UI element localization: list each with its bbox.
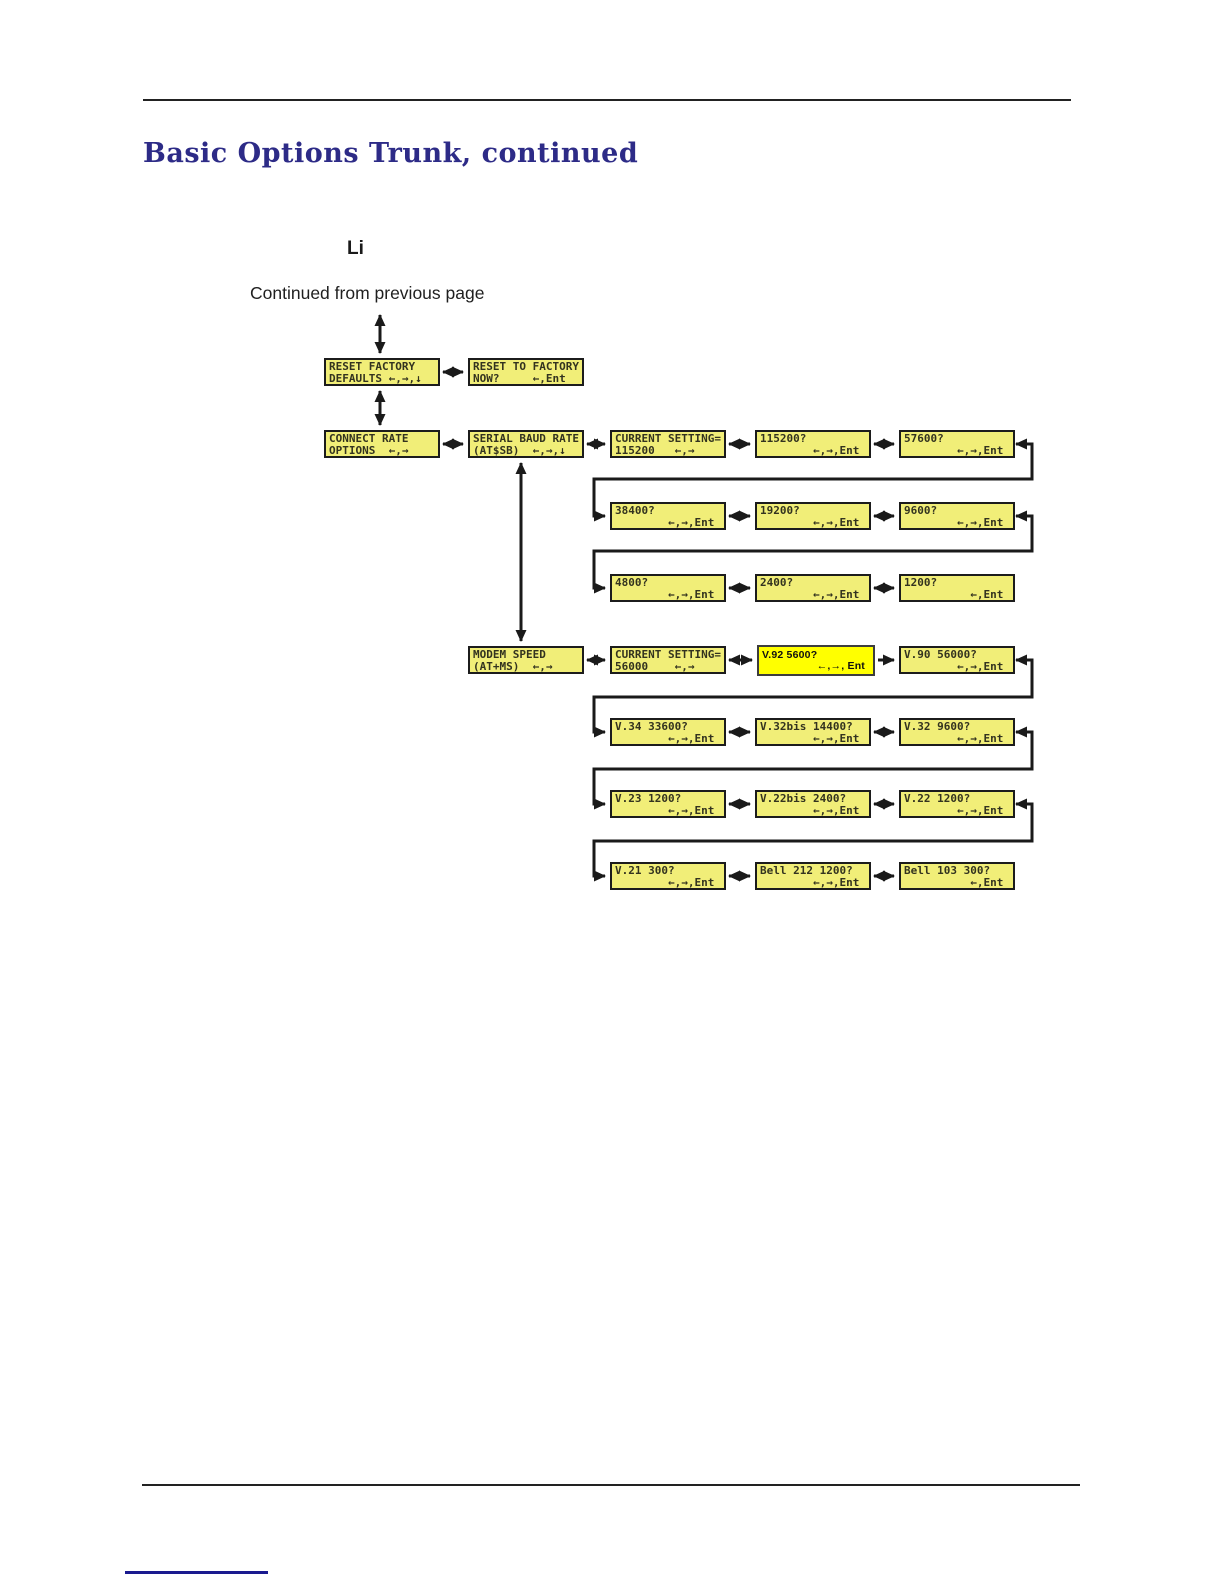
lcd-line: 2400? (760, 576, 794, 589)
lcd-line: ←,→,Ent (615, 875, 715, 889)
lcd-box-baud-38400: 38400? ←,→,Ent (610, 502, 726, 530)
lcd-line: V.92 5600? (762, 649, 818, 661)
lcd-line: ←,→,Ent (615, 515, 715, 529)
page-title: Basic Options Trunk, continued (143, 138, 639, 169)
lcd-line: ←,→,Ent (760, 803, 860, 817)
lcd-line: ←,→,Ent (615, 731, 715, 745)
lcd-line: CURRENT SETTING= (615, 432, 721, 445)
lcd-line: 57600? (904, 432, 944, 445)
lcd-line: ←,→,Ent (760, 515, 860, 529)
lcd-line: 38400? (615, 504, 655, 517)
lcd-line: 56000 ←,→ (615, 659, 695, 673)
lcd-line: RESET TO FACTORY (473, 360, 579, 373)
lcd-box-bell103: Bell 103 300? ←,Ent (899, 862, 1015, 890)
lcd-line: ←,→, Ent (816, 660, 865, 672)
lcd-box-reset-to-factory: RESET TO FACTORY NOW? ←,Ent (468, 358, 584, 386)
lcd-box-current-setting-baud: CURRENT SETTING= 115200 ←,→ (610, 430, 726, 458)
lcd-box-v32bis: V.32bis 14400? ←,→,Ent (755, 718, 871, 746)
lcd-line: MODEM SPEED (473, 648, 546, 661)
lcd-line: 115200 ←,→ (615, 443, 695, 457)
lcd-box-baud-9600: 9600? ←,→,Ent (899, 502, 1015, 530)
lcd-line: Bell 103 300? (904, 864, 991, 877)
bottom-rule (142, 1484, 1080, 1486)
lcd-line: ←,→,Ent (615, 803, 715, 817)
lcd-box-v90: V.90 56000? ←,→,Ent (899, 646, 1015, 674)
lcd-box-serial-baud-rate: SERIAL BAUD RATE (AT$SB) ←,→,↓ (468, 430, 584, 458)
lcd-line: ←,→,Ent (904, 443, 1004, 457)
lcd-box-reset-factory: RESET FACTORY DEFAULTS ←,→,↓ (324, 358, 440, 386)
lcd-line: V.21 300? (615, 864, 675, 877)
lcd-line: ←,→,Ent (904, 731, 1004, 745)
lcd-box-bell212: Bell 212 1200? ←,→,Ent (755, 862, 871, 890)
lcd-line: ←,→,Ent (904, 803, 1004, 817)
lcd-line: NOW? ←,Ent (473, 371, 566, 385)
lcd-box-baud-1200: 1200? ←,Ent (899, 574, 1015, 602)
lcd-box-v21: V.21 300? ←,→,Ent (610, 862, 726, 890)
lcd-line: (AT$SB) ←,→,↓ (473, 443, 566, 457)
continued-note: Continued from previous page (250, 283, 485, 303)
lcd-box-modem-speed: MODEM SPEED (AT+MS) ←,→ (468, 646, 584, 674)
lcd-box-baud-57600: 57600? ←,→,Ent (899, 430, 1015, 458)
top-rule (143, 99, 1071, 101)
lcd-line: V.32bis 14400? (760, 720, 853, 733)
lcd-line: V.34 33600? (615, 720, 688, 733)
lcd-line: DEFAULTS ←,→,↓ (329, 371, 422, 385)
lcd-line: (AT+MS) ←,→ (473, 659, 553, 673)
lcd-box-v23: V.23 1200? ←,→,Ent (610, 790, 726, 818)
lcd-line: V.22bis 2400? (760, 792, 847, 805)
lcd-box-v34: V.34 33600? ←,→,Ent (610, 718, 726, 746)
lcd-box-baud-4800: 4800? ←,→,Ent (610, 574, 726, 602)
lcd-box-baud-19200: 19200? ←,→,Ent (755, 502, 871, 530)
lcd-box-v22bis: V.22bis 2400? ←,→,Ent (755, 790, 871, 818)
lcd-line: V.22 1200? (904, 792, 971, 805)
lcd-line: 19200? (760, 504, 800, 517)
lcd-line: RESET FACTORY (329, 360, 416, 373)
lcd-line: SERIAL BAUD RATE (473, 432, 579, 445)
lcd-line: V.90 56000? (904, 648, 977, 661)
lcd-line: OPTIONS ←,→ (329, 443, 409, 457)
lcd-line: 1200? (904, 576, 938, 589)
lcd-line: ←,Ent (904, 875, 1004, 889)
lcd-box-v32: V.32 9600? ←,→,Ent (899, 718, 1015, 746)
lcd-line: ←,→,Ent (760, 587, 860, 601)
lcd-line: V.32 9600? (904, 720, 971, 733)
lcd-line: ←,→,Ent (615, 587, 715, 601)
lcd-line: CURRENT SETTING= (615, 648, 721, 661)
lcd-line: ←,→,Ent (760, 875, 860, 889)
lcd-line: 9600? (904, 504, 938, 517)
section-label: Li (347, 238, 364, 259)
footer-accent-line (125, 1571, 268, 1574)
lcd-line: V.23 1200? (615, 792, 682, 805)
lcd-line: ←,→,Ent (904, 515, 1004, 529)
lcd-box-v92-highlighted: V.92 5600? ←,→, Ent (757, 645, 875, 676)
lcd-box-connect-rate: CONNECT RATE OPTIONS ←,→ (324, 430, 440, 458)
lcd-box-baud-115200: 115200? ←,→,Ent (755, 430, 871, 458)
lcd-box-baud-2400: 2400? ←,→,Ent (755, 574, 871, 602)
lcd-line: 4800? (615, 576, 649, 589)
lcd-line: ←,→,Ent (760, 731, 860, 745)
lcd-box-v22: V.22 1200? ←,→,Ent (899, 790, 1015, 818)
lcd-box-current-setting-speed: CURRENT SETTING= 56000 ←,→ (610, 646, 726, 674)
lcd-line: ←,→,Ent (760, 443, 860, 457)
lcd-line: CONNECT RATE (329, 432, 409, 445)
lcd-line: ←,Ent (904, 587, 1004, 601)
lcd-line: ←,→,Ent (904, 659, 1004, 673)
lcd-line: Bell 212 1200? (760, 864, 853, 877)
lcd-line: 115200? (760, 432, 807, 445)
